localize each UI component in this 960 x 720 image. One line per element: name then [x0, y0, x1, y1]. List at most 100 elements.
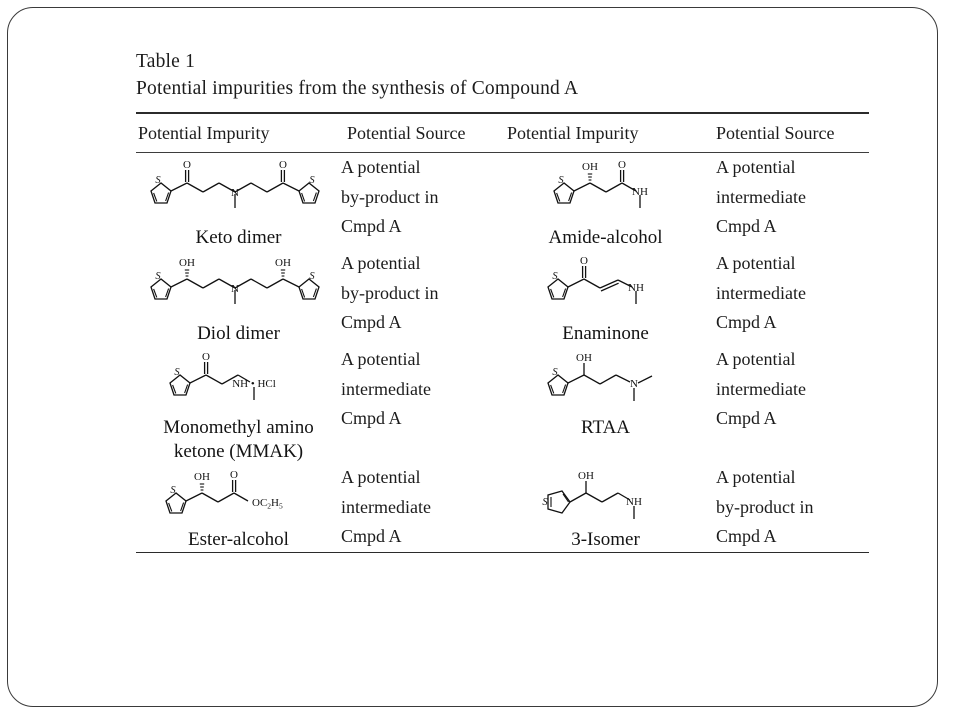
source-line: Cmpd A [341, 526, 402, 546]
structure-cell-ester-alcohol: S OH O OC2H5 Ester-alcohol [136, 463, 341, 552]
compound-name-rtaa: RTAA [580, 417, 631, 438]
structure-cell-keto-dimer: S O N O S Keto dimer [136, 153, 341, 249]
source-line: Cmpd A [716, 408, 777, 428]
impurities-table: Potential Impurity Potential Source Pote… [136, 114, 870, 152]
atom-label-oh: OH [578, 470, 594, 482]
table-block: Table 1 Potential impurities from the sy… [136, 48, 869, 553]
atom-label-oh: OH [576, 352, 592, 364]
source-line: A potential [341, 349, 421, 369]
source-line: A potential [716, 349, 796, 369]
source-line: intermediate [716, 282, 806, 303]
compound-name-enaminone: Enaminone [562, 323, 649, 344]
rule-bottom [136, 551, 869, 553]
compound-name-mmak-line1: Monomethyl amino [163, 417, 314, 438]
source-line: by-product in [341, 282, 439, 303]
table-row: S O N O S Keto dimer A potential by-prod… [136, 153, 870, 249]
source-line: Cmpd A [341, 312, 402, 332]
atom-label-nh: NH [626, 496, 642, 508]
atom-label-o: O [279, 159, 287, 171]
source-line: by-product in [341, 186, 439, 207]
source-line: Cmpd A [716, 526, 777, 546]
structure-cell-amide-alcohol: S OH O NH Amide-alcohol [503, 153, 708, 249]
source-line: A potential [716, 253, 796, 273]
compound-name-diol-dimer: Diol dimer [197, 323, 280, 344]
impurities-table-body: S O N O S Keto dimer A potential by-prod… [136, 153, 870, 552]
column-header-impurity-right: Potential Impurity [507, 123, 639, 143]
table-row: S OH O OC2H5 Ester-alcohol A potential i… [136, 463, 870, 552]
table-header-row: Potential Impurity Potential Source Pote… [136, 114, 870, 152]
source-line: Cmpd A [341, 408, 402, 428]
atom-label-s: S [174, 367, 180, 378]
table-row: S O NH • HCl Monomethyl amino ketone (MM… [136, 345, 870, 463]
slide-frame: Table 1 Potential impurities from the sy… [7, 7, 938, 707]
source-cell-ester-alcohol: A potential intermediate Cmpd A [341, 463, 503, 552]
atom-label-s: S [552, 367, 558, 378]
source-cell-enaminone: A potential intermediate Cmpd A [708, 249, 870, 345]
source-line: A potential [341, 157, 421, 177]
source-line: A potential [341, 467, 421, 487]
rtaa-structure: S OH N [546, 352, 652, 401]
source-cell-rtaa: A potential intermediate Cmpd A [708, 345, 870, 463]
source-line: intermediate [716, 186, 806, 207]
atom-label-n: N [231, 283, 239, 295]
source-line: Cmpd A [716, 312, 777, 332]
column-header-impurity-left: Potential Impurity [138, 123, 270, 143]
source-line: intermediate [341, 378, 431, 399]
atom-label-s: S [309, 271, 315, 282]
source-cell-3-isomer: A potential by-product in Cmpd A [708, 463, 870, 552]
source-line: A potential [716, 467, 796, 487]
structure-cell-rtaa: S OH N RTAA [503, 345, 708, 463]
source-line: Cmpd A [341, 216, 402, 236]
atom-label-oh: OH [582, 161, 598, 173]
column-header-source-right: Potential Source [716, 123, 835, 143]
source-line: Cmpd A [716, 216, 777, 236]
enaminone-structure: S O NH [546, 255, 644, 304]
table-caption: Potential impurities from the synthesis … [136, 78, 579, 99]
atom-label-s: S [155, 175, 161, 186]
source-line: intermediate [716, 378, 806, 399]
table-row: S OH N OH S Diol dimer A potential by-pr… [136, 249, 870, 345]
rule-header [136, 152, 869, 153]
amide-alcohol-structure: S OH O NH [552, 159, 648, 208]
table-number: Table 1 [136, 51, 196, 72]
structure-cell-mmak: S O NH • HCl Monomethyl amino ketone (MM… [136, 345, 341, 463]
atom-label-nh: NH [632, 186, 648, 198]
compound-name-mmak-line2: ketone (MMAK) [173, 441, 304, 462]
source-line: by-product in [716, 496, 814, 517]
source-line: intermediate [341, 496, 431, 517]
diol-dimer-structure: S OH N OH S [149, 257, 320, 304]
rule-top [136, 112, 869, 114]
compound-name-amide-alcohol: Amide-alcohol [548, 227, 663, 248]
atom-label-oc2h5: OC2H5 [252, 497, 283, 511]
atom-label-o: O [183, 159, 191, 171]
compound-name-3-isomer: 3-Isomer [571, 529, 640, 550]
ester-alcohol-structure: S OH O OC2H5 [164, 469, 283, 514]
column-header-source-left: Potential Source [347, 123, 466, 143]
atom-label-s: S [170, 485, 176, 496]
atom-label-s: S [155, 271, 161, 282]
source-cell-amide-alcohol: A potential intermediate Cmpd A [708, 153, 870, 249]
structure-cell-diol-dimer: S OH N OH S Diol dimer [136, 249, 341, 345]
atom-label-oh: OH [194, 471, 210, 483]
mmak-structure: S O NH • HCl [168, 351, 276, 400]
3-isomer-structure: S OH NH [542, 470, 642, 519]
keto-dimer-structure: S O N O S [149, 159, 320, 208]
source-cell-keto-dimer: A potential by-product in Cmpd A [341, 153, 503, 249]
atom-label-oh: OH [275, 257, 291, 269]
compound-name-ester-alcohol: Ester-alcohol [188, 529, 289, 550]
atom-label-n: N [630, 378, 638, 390]
source-line: A potential [341, 253, 421, 273]
source-cell-diol-dimer: A potential by-product in Cmpd A [341, 249, 503, 345]
source-line: A potential [716, 157, 796, 177]
structure-cell-enaminone: S O NH Enaminone [503, 249, 708, 345]
atom-label-n: N [231, 187, 239, 199]
atom-label-o: O [202, 351, 210, 363]
atom-label-nh-hcl: NH • HCl [232, 378, 276, 390]
structure-cell-3-isomer: S OH NH 3-Isomer [503, 463, 708, 552]
atom-label-s: S [552, 271, 558, 282]
atom-label-o: O [230, 469, 238, 481]
atom-label-o: O [580, 255, 588, 267]
atom-label-oh: OH [179, 257, 195, 269]
source-cell-mmak: A potential intermediate Cmpd A [341, 345, 503, 463]
atom-label-nh: NH [628, 282, 644, 294]
